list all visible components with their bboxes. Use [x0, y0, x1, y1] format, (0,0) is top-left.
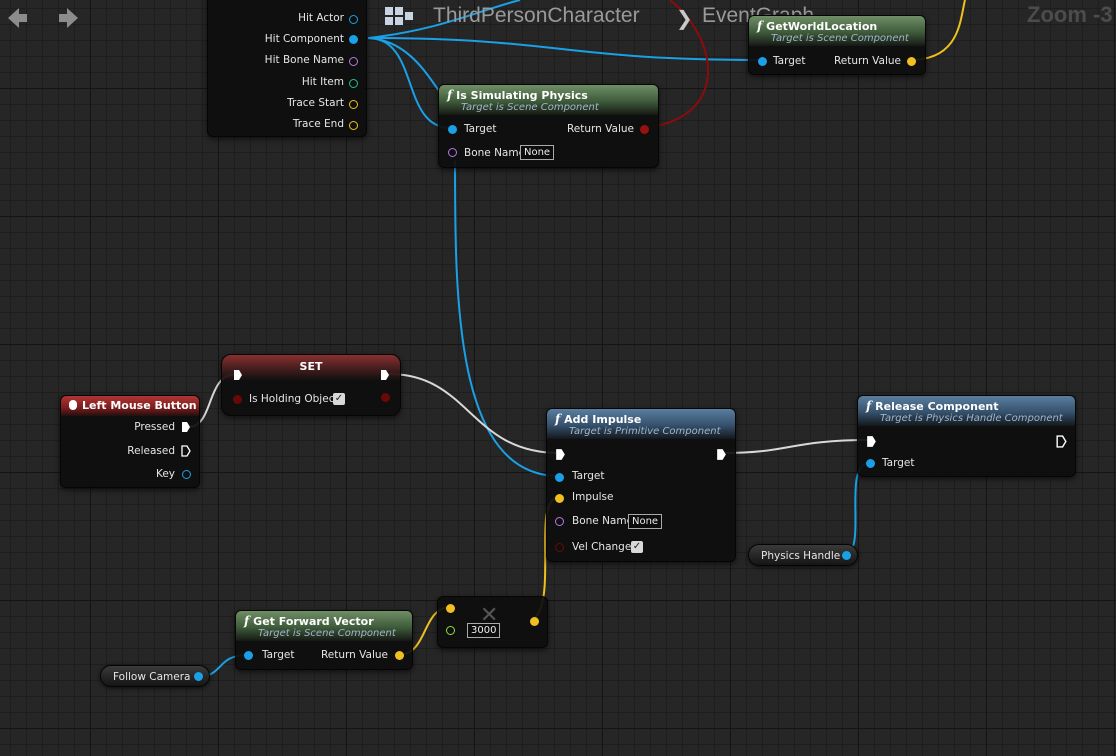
follow-camera-variable[interactable]: Follow Camera — [100, 665, 210, 687]
pin-impulse-vector: Impulse — [572, 491, 614, 503]
pin-vel-change-socket[interactable] — [555, 543, 564, 552]
impulse-bone-name-input[interactable]: None — [628, 514, 663, 529]
pin-hit-component-socket[interactable] — [349, 35, 358, 44]
pin-simulating-bone-name: Bone Name — [464, 147, 526, 159]
pin-multiply-out-socket[interactable] — [530, 617, 539, 626]
graph-toolbar: ThirdPersonCharacter ❯ EventGraph Zoom -… — [0, 0, 1116, 36]
pin-simulating-return-socket[interactable] — [640, 125, 649, 134]
is-simulating-physics-title: Is Simulating Physics — [456, 89, 588, 102]
pin-hit-actor: Hit Actor — [298, 12, 344, 24]
add-impulse-exec-in-icon[interactable] — [555, 448, 566, 461]
arrow-left-icon — [8, 8, 27, 28]
multiply-value-input[interactable]: 3000 — [467, 623, 501, 638]
pin-location-target-socket[interactable] — [758, 57, 767, 66]
pin-location-return: Return Value — [833, 55, 901, 67]
add-impulse-title: Add Impulse — [564, 413, 642, 426]
simulating-bone-name-input[interactable]: None — [520, 145, 555, 160]
pin-hit-component: Hit Component — [264, 33, 344, 45]
pin-trace-end-socket[interactable] — [349, 121, 358, 130]
release-exec-out-icon[interactable] — [1056, 435, 1067, 448]
physics-handle-variable[interactable]: Physics Handle — [748, 544, 858, 566]
pin-released: Released — [127, 445, 175, 457]
breadcrumb-chevron-icon: ❯ — [676, 6, 693, 30]
forward-button[interactable] — [54, 3, 84, 33]
add-impulse-subtitle: Target is Primitive Component — [569, 426, 721, 437]
pin-hit-item-socket[interactable] — [349, 79, 358, 88]
breadcrumb-blueprint[interactable]: ThirdPersonCharacter — [433, 4, 640, 27]
pin-key: Key — [155, 468, 175, 480]
set-exec-out-icon[interactable] — [380, 369, 390, 381]
pin-impulse-bone-socket[interactable] — [555, 517, 564, 526]
is-simulating-physics-subtitle: Target is Scene Component — [461, 102, 599, 113]
pin-trace-start: Trace Start — [287, 97, 344, 109]
pin-location-return-socket[interactable] — [907, 57, 916, 66]
pin-trace-end: Trace End — [292, 118, 344, 130]
pin-hit-bone-name-socket[interactable] — [349, 57, 358, 66]
pin-key-socket[interactable] — [182, 470, 191, 479]
pin-impulse-target-socket[interactable] — [555, 473, 564, 482]
pin-release-target-socket[interactable] — [866, 459, 875, 468]
add-impulse-exec-out-icon[interactable] — [716, 448, 727, 461]
left-mouse-button-node[interactable]: Left Mouse Button Pressed Released Key — [60, 395, 200, 488]
physics-handle-socket[interactable] — [842, 551, 851, 560]
pin-hit-item: Hit Item — [301, 76, 344, 88]
pin-is-holding-object: Is Holding Object — [249, 393, 339, 405]
pin-trace-start-socket[interactable] — [349, 100, 358, 109]
back-button[interactable] — [2, 3, 32, 33]
set-variable-node[interactable]: SET Is Holding Object ✓ — [221, 354, 401, 416]
get-forward-vector-title: Get Forward Vector — [253, 615, 374, 628]
multiply-icon: ✕ — [480, 603, 499, 628]
release-component-subtitle: Target is Physics Handle Component — [880, 413, 1063, 424]
pin-hit-bone-name: Hit Bone Name — [264, 54, 344, 66]
release-exec-in-icon[interactable] — [866, 435, 877, 448]
pin-set-bool-socket[interactable] — [233, 395, 242, 404]
mouse-icon — [69, 400, 77, 410]
follow-camera-label: Follow Camera — [113, 671, 191, 683]
pin-simulating-target-socket[interactable] — [448, 125, 457, 134]
pin-hit-actor-socket[interactable] — [349, 15, 358, 24]
pin-forward-return-socket[interactable] — [395, 651, 404, 660]
vel-change-checkbox[interactable]: ✓ — [631, 541, 643, 553]
release-component-title: Release Component — [875, 400, 999, 413]
pin-released-exec-icon[interactable] — [181, 445, 191, 457]
pin-release-target: Target — [882, 457, 915, 469]
pin-vel-change: Vel Change — [572, 541, 632, 553]
pin-pressed: Pressed — [134, 421, 175, 433]
pin-forward-target: Target — [262, 649, 295, 661]
pin-set-bool-out-socket[interactable] — [381, 393, 390, 402]
set-node-title: SET — [299, 360, 323, 373]
zoom-label: Zoom -3 — [1027, 2, 1113, 27]
get-world-location-subtitle: Target is Scene Component — [771, 33, 909, 44]
pin-pressed-exec-icon[interactable] — [181, 421, 191, 433]
follow-camera-socket[interactable] — [194, 672, 203, 681]
pin-multiply-b-socket[interactable] — [446, 626, 455, 635]
pin-impulse-vector-socket[interactable] — [555, 494, 564, 503]
is-holding-object-checkbox[interactable]: ✓ — [333, 393, 345, 405]
pin-simulating-bone-socket[interactable] — [448, 148, 457, 157]
arrow-right-icon — [59, 8, 78, 28]
pin-impulse-target: Target — [572, 470, 605, 482]
break-hit-result-node[interactable]: Hit Actor Hit Component Hit Bone Name Hi… — [207, 0, 367, 137]
set-exec-in-icon[interactable] — [233, 369, 243, 381]
pin-simulating-target: Target — [464, 123, 497, 135]
pin-forward-target-socket[interactable] — [244, 651, 253, 660]
left-mouse-button-title: Left Mouse Button — [82, 399, 197, 412]
get-forward-vector-subtitle: Target is Scene Component — [258, 628, 396, 639]
multiply-node[interactable]: ✕ 3000 — [437, 596, 548, 648]
get-world-location-title: GetWorldLocation — [766, 20, 878, 33]
pin-simulating-return: Return Value — [566, 123, 634, 135]
pin-location-target: Target — [773, 55, 806, 67]
pin-impulse-bone-name: Bone Name — [572, 515, 634, 527]
pin-multiply-a-socket[interactable] — [446, 604, 455, 613]
pin-forward-return: Return Value — [320, 649, 388, 661]
blueprint-grid-icon — [385, 7, 413, 25]
physics-handle-label: Physics Handle — [761, 550, 841, 562]
